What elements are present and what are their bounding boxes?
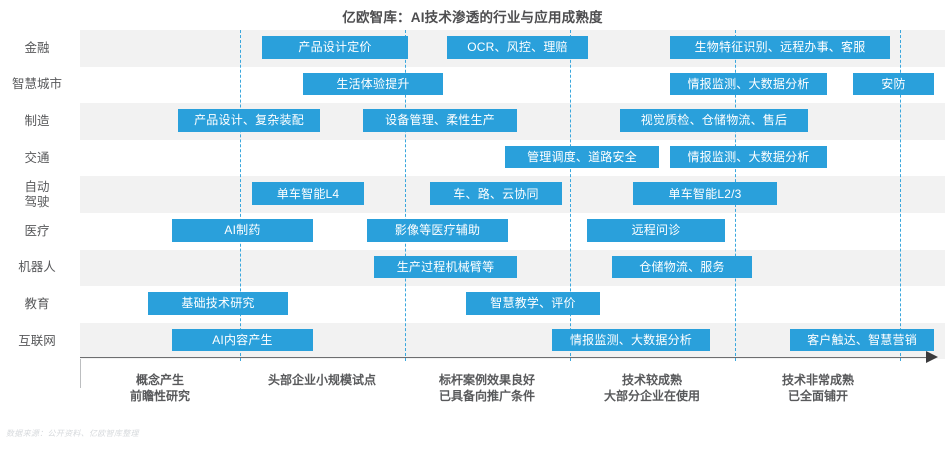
- maturity-bar[interactable]: 产品设计、复杂装配: [178, 109, 320, 132]
- stage-label: 头部企业小规模试点: [232, 372, 412, 388]
- stage-label-line: 头部企业小规模试点: [267, 373, 376, 387]
- row-label-自动驾驶: 自动驾驶: [0, 180, 74, 210]
- row-label-line: 医疗: [24, 223, 50, 238]
- maturity-bar[interactable]: 安防: [853, 72, 934, 96]
- page-title: 亿欧智库：AI技术渗透的行业与应用成熟度: [342, 10, 603, 25]
- row-label-line: 制造: [24, 114, 50, 128]
- maturity-bar[interactable]: 情报监测、大数据分析: [670, 72, 827, 96]
- row-label-交通: 交通: [0, 151, 74, 166]
- row-label-教育: 教育: [0, 297, 74, 312]
- row-label-line: 自动: [24, 179, 50, 194]
- stage-label: 标杆案例效果良好已具备向推广条件: [397, 372, 577, 404]
- stage-label-line: 已全面铺开: [787, 389, 848, 403]
- stage-divider: [570, 30, 571, 362]
- maturity-bar[interactable]: AI内容产生: [172, 328, 313, 352]
- x-axis-arrow-icon: [926, 350, 938, 363]
- row-label-机器人: 机器人: [0, 260, 74, 275]
- source-note: 数据来源：公开资料、亿欧智库整理: [6, 429, 139, 438]
- stage-divider: [240, 30, 241, 362]
- maturity-bar[interactable]: 生产过程机械臂等: [374, 255, 517, 279]
- row-label-line: 金融: [24, 40, 50, 55]
- stage-label-line: 技术非常成熟: [781, 373, 854, 387]
- maturity-bar[interactable]: 视觉质检、仓储物流、售后: [620, 109, 808, 132]
- row-label-line: 交通: [24, 150, 50, 165]
- row-label-line: 驾驶: [24, 194, 50, 209]
- maturity-bar[interactable]: 影像等医疗辅助: [367, 219, 508, 242]
- maturity-bar[interactable]: 远程问诊: [587, 219, 725, 242]
- chart-plot-area: 金融智慧城市制造交通自动驾驶医疗机器人教育互联网 产品设计定价 OCR、风控、理赔…: [0, 30, 945, 388]
- stage-label: 技术较成熟大部分企业在使用: [562, 372, 742, 404]
- stage-label-line: 概念产生: [135, 373, 184, 387]
- stage-divider: [405, 30, 406, 362]
- x-axis-line: [80, 357, 928, 358]
- row-label-智慧城市: 智慧城市: [0, 77, 74, 92]
- maturity-bar[interactable]: OCR、风控、理赔: [447, 36, 588, 59]
- row-label-line: 互联网: [18, 333, 56, 348]
- stage-label-line: 技术较成熟: [621, 373, 682, 387]
- stage-label-line: 大部分企业在使用: [603, 389, 700, 403]
- maturity-bar[interactable]: 单车智能L2/3: [633, 182, 777, 205]
- maturity-bar[interactable]: 客户触达、智慧营销: [790, 328, 934, 352]
- maturity-bar[interactable]: 情报监测、大数据分析: [670, 145, 827, 169]
- row-label-互联网: 互联网: [0, 334, 74, 349]
- row-label-制造: 制造: [0, 114, 74, 129]
- maturity-bar[interactable]: 单车智能L4: [252, 182, 364, 205]
- row-label-金融: 金融: [0, 41, 74, 56]
- maturity-bar[interactable]: 设备管理、柔性生产: [363, 109, 517, 132]
- stage-label: 概念产生前瞻性研究: [70, 372, 250, 404]
- stage-label-line: 标杆案例效果良好: [438, 373, 535, 387]
- stage-divider: [900, 30, 901, 362]
- stage-label: 技术非常成熟已全面铺开: [728, 372, 908, 404]
- maturity-bar[interactable]: 车、路、云协同: [430, 182, 562, 205]
- maturity-bar[interactable]: 智慧教学、评价: [466, 292, 600, 315]
- maturity-bar[interactable]: 产品设计定价: [262, 36, 408, 59]
- row-label-医疗: 医疗: [0, 224, 74, 239]
- maturity-bar[interactable]: 生物特征识别、远程办事、客服: [670, 36, 890, 59]
- row-label-line: 智慧城市: [11, 77, 62, 92]
- row-label-line: 机器人: [18, 260, 56, 275]
- maturity-bar[interactable]: 生活体验提升: [303, 72, 443, 96]
- maturity-bar[interactable]: 情报监测、大数据分析: [552, 328, 710, 352]
- maturity-bar[interactable]: 基础技术研究: [148, 292, 288, 315]
- row-label-line: 教育: [24, 297, 50, 311]
- stage-label-line: 已具备向推广条件: [438, 389, 535, 403]
- maturity-bar[interactable]: 管理调度、道路安全: [505, 145, 659, 169]
- maturity-bar[interactable]: AI制药: [172, 219, 313, 242]
- stage-label-line: 前瞻性研究: [129, 389, 190, 403]
- maturity-bar[interactable]: 仓储物流、服务: [612, 255, 752, 279]
